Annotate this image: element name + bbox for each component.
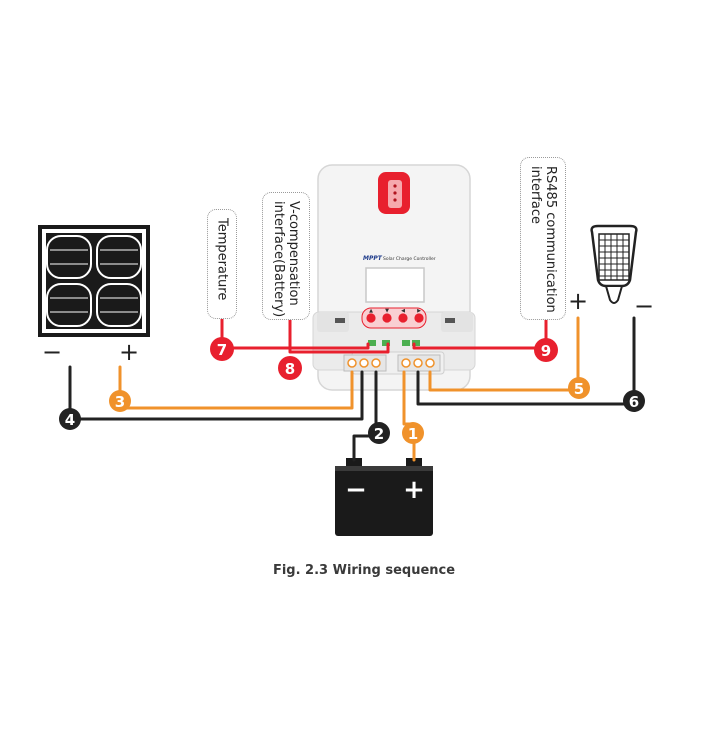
button-right-label: ▶ [417,308,421,314]
step-number: 1 [408,425,418,443]
step-badge-1: 1 [402,422,424,444]
v-compensation-label-box: V-compensation interface(Battery) [262,192,310,320]
wire-5-load-positive [428,316,580,392]
step-badge-8: 8 [278,356,302,380]
wire-8-v-compensation [288,316,390,354]
figure-caption: Fig. 2.3 Wiring sequence [272,563,456,578]
controller-terminals [343,340,441,372]
battery-minus-sign: − [345,475,367,505]
wire-6-load-negative [416,316,636,406]
load-minus-sign: − [634,292,655,320]
step-badge-7: 7 [210,337,234,361]
wire-9-rs485 [412,316,548,350]
rs485-label-box: RS485 communication interface [520,157,566,320]
controller-brand: MPPT [363,255,383,262]
button-down-label: ▼ [385,308,389,314]
battery-icon [335,458,433,536]
step-badge-3: 3 [109,390,131,412]
v-compensation-label: V-compensation interface(Battery) [271,201,301,318]
button-down[interactable] [382,313,392,323]
panel-plus-sign: + [119,338,140,366]
step-number: 4 [65,411,75,429]
step-badge-6: 6 [623,390,645,412]
wire-3-panel-positive [118,365,354,410]
step-badge-4: 4 [59,408,81,430]
step-number: 7 [217,341,227,359]
step-number: 5 [574,380,584,398]
controller-body [312,164,476,391]
step-number: 9 [541,342,551,360]
button-right[interactable] [414,313,424,323]
step-number: 6 [629,393,639,411]
controller-subtitle: Solar Charge Controller [383,256,436,262]
wires [68,316,636,462]
button-left[interactable] [398,313,408,323]
wire-2-battery-negative [352,370,378,462]
battery-plus-sign: + [403,475,425,505]
rs485-label: RS485 communication interface [528,166,558,313]
step-number: 2 [374,425,384,443]
step-badge-2: 2 [368,422,390,444]
temperature-label: Temperature [214,218,230,301]
controller-buttons [361,307,427,329]
street-lamp-icon [590,224,638,304]
step-badge-9: 9 [534,338,558,362]
button-up[interactable] [366,313,376,323]
temperature-label-box: Temperature [207,209,237,319]
wire-4-panel-negative [68,365,364,421]
wire-7-temperature [220,316,370,350]
step-number: 8 [285,360,295,378]
button-up-label: ▲ [369,308,373,314]
load-plus-sign: + [568,287,589,315]
solar-panel-icon [38,225,150,337]
step-number: 3 [115,393,125,411]
step-badge-5: 5 [568,377,590,399]
button-left-label: ◀ [401,308,405,314]
panel-minus-sign: − [42,338,63,366]
